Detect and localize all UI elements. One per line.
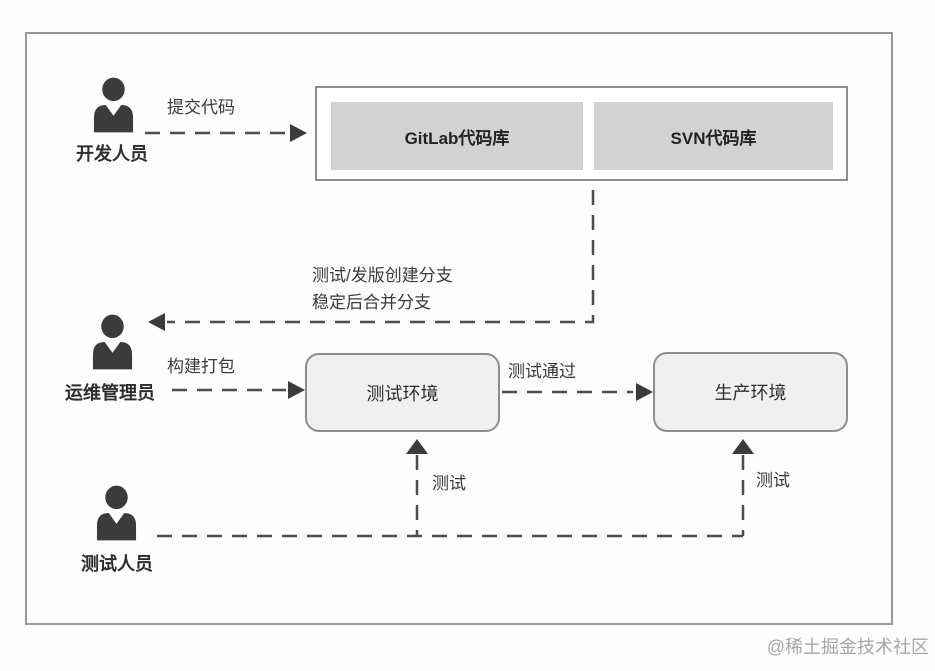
tester-label: 测试人员 — [81, 554, 153, 574]
edge-label-test-on-test-env: 测试 — [432, 474, 466, 493]
diagram-frame — [25, 32, 893, 625]
svn-repo-box: SVN代码库 — [594, 102, 833, 170]
arrowhead-up-to-test-env — [406, 439, 428, 454]
edge-label-submit-code: 提交代码 — [167, 98, 235, 117]
arrowhead-right-to-repo — [290, 124, 307, 142]
developer-icon — [92, 77, 135, 133]
ops-admin-icon — [91, 314, 134, 370]
edge-label-build-package: 构建打包 — [167, 357, 235, 376]
edge-label-branch-note-line1: 测试/发版创建分支 — [312, 266, 453, 285]
ops-admin-label: 运维管理员 — [65, 383, 155, 403]
production-environment-box: 生产环境 — [653, 352, 848, 432]
code-repository-group: GitLab代码库 SVN代码库 — [315, 86, 848, 181]
edge-label-branch-note-line2: 稳定后合并分支 — [312, 293, 431, 312]
edge-label-test-on-prod-env: 测试 — [756, 471, 790, 490]
arrowhead-left-to-ops — [148, 313, 165, 331]
arrowhead-right-to-prod-env — [636, 383, 653, 401]
test-environment-box: 测试环境 — [305, 353, 500, 432]
edge-branch-line — [167, 190, 595, 324]
gitlab-repo-box: GitLab代码库 — [331, 102, 583, 170]
tester-icon — [95, 485, 138, 541]
watermark-text: @稀土掘金技术社区 — [766, 637, 929, 657]
arrowhead-up-to-prod-env — [732, 439, 754, 454]
developer-label: 开发人员 — [76, 144, 148, 164]
edge-label-test-passed: 测试通过 — [508, 362, 576, 381]
arrowhead-right-to-test-env — [288, 381, 305, 399]
